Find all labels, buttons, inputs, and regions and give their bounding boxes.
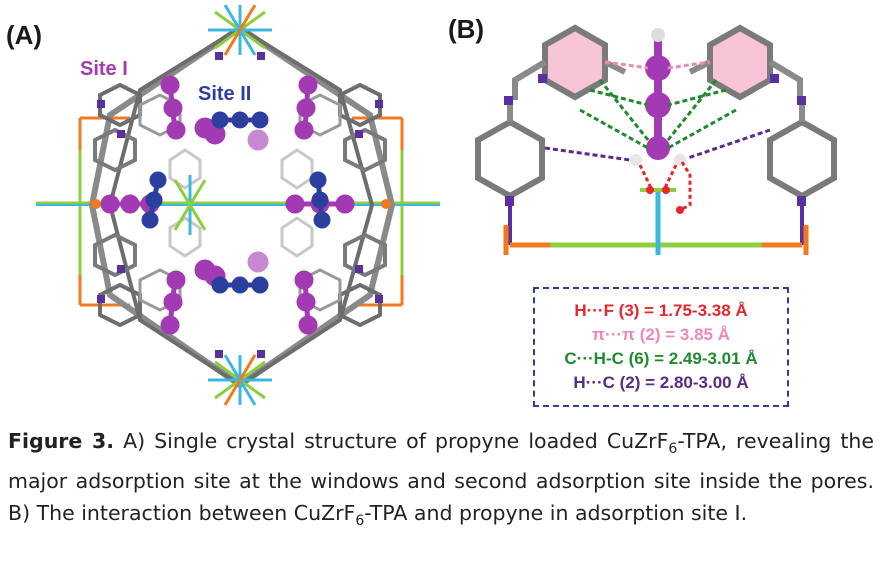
panel-b-structure xyxy=(475,24,837,255)
caption-text-3: -TPA and propyne in adsorption site I. xyxy=(364,501,748,525)
caption-text-2: -TPA, revealing the major adsorption sit… xyxy=(8,429,874,525)
caption-text-1: A) Single crystal structure of propyne l… xyxy=(114,429,669,453)
site-2-molecules xyxy=(141,111,331,294)
legend-chc: C···H-C (6) = 2.49-3.01 Å xyxy=(564,349,758,368)
interaction-legend: H···F (3) = 1.75-3.38 Å π···π (2) = 3.85… xyxy=(533,287,789,407)
legend-hf: H···F (3) = 1.75-3.38 Å xyxy=(574,301,748,320)
site-2-label: Site II xyxy=(198,83,252,105)
legend-hc: H···C (2) = 2.80-3.00 Å xyxy=(573,373,749,392)
site-1-label: Site I xyxy=(80,58,128,80)
panel-a-label: (A) xyxy=(6,20,43,50)
figure-3: (A) Site I Site II (B) H···F (3) = 1.75-… xyxy=(6,4,837,407)
figure-caption: Figure 3. A) Single crystal structure of… xyxy=(8,425,874,537)
caption-subscript-1: 6 xyxy=(668,441,678,457)
figure-graphics xyxy=(36,4,837,406)
panel-b-label: (B) xyxy=(448,14,485,44)
caption-figure-label: Figure 3. xyxy=(8,429,115,453)
legend-pipi: π···π (2) = 3.85 Å xyxy=(592,325,730,344)
caption-subscript-2: 6 xyxy=(355,513,365,529)
